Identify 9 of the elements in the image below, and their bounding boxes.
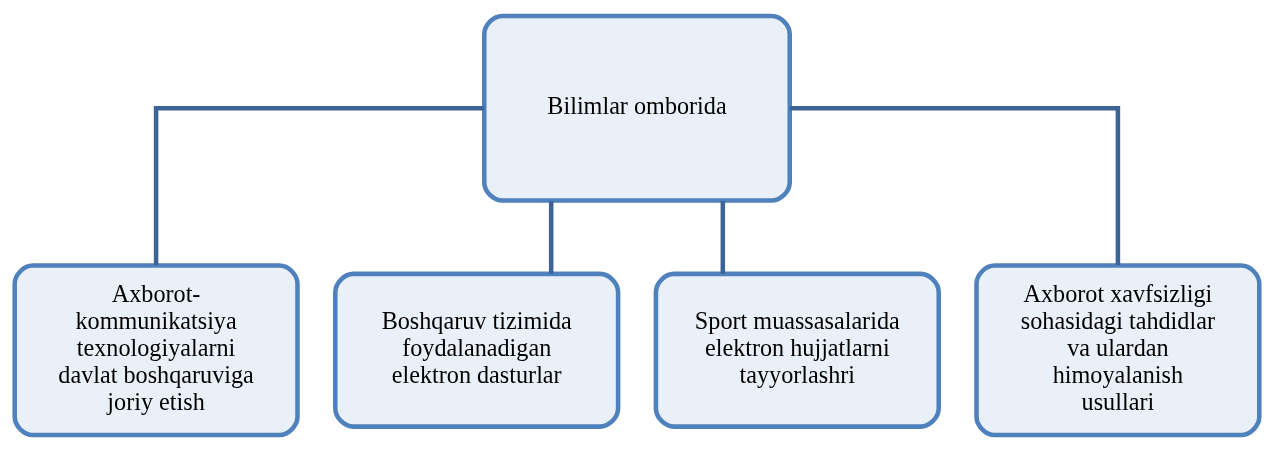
node-box: Axborot xavfsizligi sohasidagi tahdidlar va ulardan himoyalanish usullari [974, 263, 1262, 438]
connector [548, 201, 554, 274]
node-box: Bilimlar omborida [482, 13, 792, 203]
connector [720, 201, 726, 274]
node-box: Axborot-kommunikatsiya texnologiyalarni davlat boshqaruviga joriy etish [12, 263, 300, 438]
connector [789, 106, 1121, 265]
node-box: Sport muassasalarida elektron hujjatlarni tayyorlashri [653, 271, 941, 429]
connector [153, 106, 485, 265]
node-box: Boshqaruv tizimida foydalanadigan elektron dasturlar [333, 271, 621, 429]
